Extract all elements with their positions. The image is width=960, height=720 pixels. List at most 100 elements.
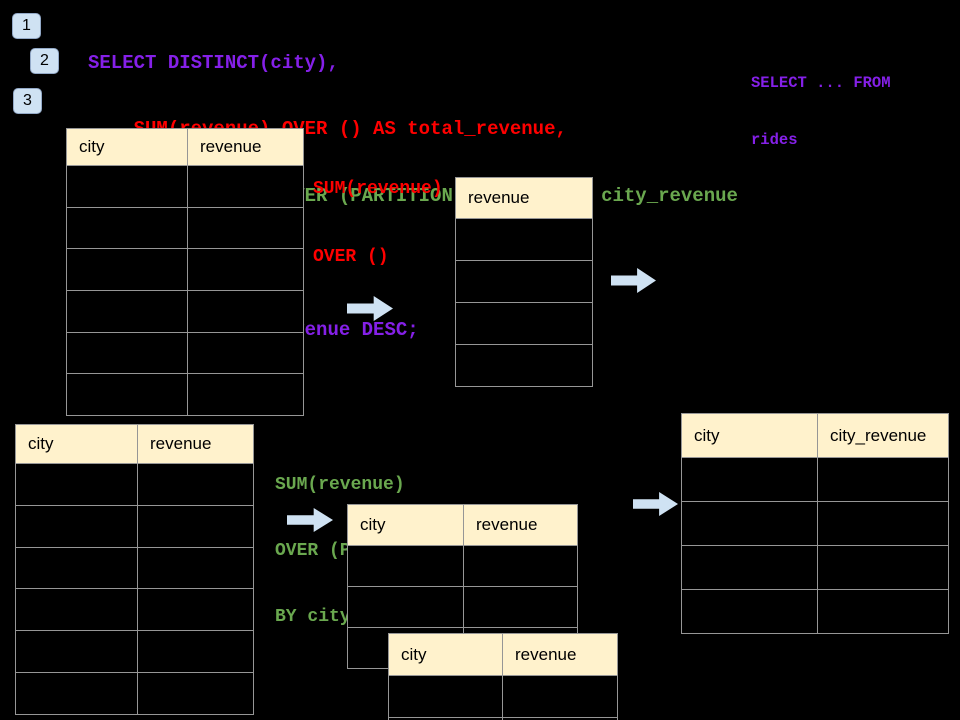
table-row <box>67 332 304 375</box>
table-partition-overlap: city revenue <box>388 633 618 720</box>
table-row <box>67 374 304 417</box>
table-cell <box>456 261 593 303</box>
annotation-line: SUM(revenue) <box>313 179 443 199</box>
column-header-revenue: revenue <box>456 178 593 219</box>
table-row <box>682 546 949 590</box>
table-cell <box>456 303 593 345</box>
table-row <box>456 261 593 303</box>
table-header-row: city revenue <box>67 129 304 166</box>
table-cell <box>818 502 949 546</box>
table-cell <box>16 505 138 548</box>
column-header-revenue: revenue <box>464 505 578 546</box>
table-cell <box>389 676 503 718</box>
table-cell <box>67 291 188 333</box>
table-cell <box>67 207 188 250</box>
column-header-city: city <box>682 414 818 458</box>
table-row <box>67 207 304 250</box>
column-header-city: city <box>16 425 138 464</box>
table-row <box>456 303 593 345</box>
table-cell <box>464 546 578 587</box>
table-cell <box>348 587 464 628</box>
table-row <box>348 546 578 587</box>
table-row <box>16 464 254 506</box>
table-row <box>16 505 254 548</box>
table-cell <box>16 589 138 632</box>
table-cell <box>67 166 188 208</box>
step-badge-3: 3 <box>13 88 42 114</box>
table-header-row: city revenue <box>16 425 254 464</box>
table-cell <box>389 718 503 720</box>
annotation-line: SUM(revenue) <box>275 475 405 495</box>
right-arrow-icon <box>633 492 678 516</box>
table-row <box>682 502 949 546</box>
annotation-total-revenue: SUM(revenue) OVER () <box>313 133 443 313</box>
table-cell <box>818 546 949 590</box>
table-cell <box>818 590 949 634</box>
column-header-city-revenue: city_revenue <box>818 414 949 458</box>
table-cell <box>682 502 818 546</box>
table-cell <box>188 207 304 250</box>
table-cell <box>503 676 618 718</box>
table-source-top: city revenue <box>66 128 304 417</box>
table-cell <box>682 546 818 590</box>
table-cell <box>188 332 304 375</box>
table-cell <box>138 589 254 632</box>
table-cell <box>16 631 138 673</box>
side-note-line: rides <box>751 131 798 149</box>
column-header-city: city <box>67 129 188 166</box>
table-row <box>67 291 304 333</box>
sql-line-select: SELECT DISTINCT(city), <box>88 51 339 74</box>
table-header-row: city city_revenue <box>682 414 949 458</box>
table-cell <box>456 345 593 387</box>
table-revenue-only: revenue <box>455 177 593 387</box>
step-badge-2: 2 <box>30 48 59 74</box>
column-header-city: city <box>389 634 503 676</box>
table-header-row: city revenue <box>389 634 618 676</box>
table-cell <box>16 672 138 715</box>
column-header-revenue: revenue <box>188 129 304 166</box>
table-cell <box>456 219 593 261</box>
table-result-right: city city_revenue <box>681 413 949 634</box>
table-cell <box>503 718 618 720</box>
table-row <box>682 590 949 634</box>
table-row <box>16 631 254 673</box>
column-header-revenue: revenue <box>503 634 618 676</box>
table-cell <box>67 332 188 375</box>
table-cell <box>16 464 138 506</box>
table-cell <box>188 374 304 417</box>
table-row <box>67 249 304 292</box>
table-cell <box>818 458 949 502</box>
table-cell <box>682 590 818 634</box>
step-badge-1: 1 <box>12 13 41 39</box>
table-row <box>389 676 618 718</box>
table-cell <box>348 546 464 587</box>
annotation-line: OVER () <box>313 246 389 267</box>
table-row <box>456 219 593 261</box>
table-cell <box>16 547 138 590</box>
column-header-revenue: revenue <box>138 425 254 464</box>
table-row <box>16 672 254 715</box>
table-cell <box>67 374 188 417</box>
table-row <box>456 345 593 387</box>
table-row <box>16 589 254 632</box>
table-cell <box>464 587 578 628</box>
table-cell <box>188 249 304 292</box>
table-cell <box>188 291 304 333</box>
table-cell <box>138 631 254 673</box>
table-row <box>348 587 578 628</box>
table-header-row: revenue <box>456 178 593 219</box>
table-cell <box>138 672 254 715</box>
side-note-select-from-rides: SELECT ... FROM rides <box>751 36 891 188</box>
table-source-bottom: city revenue <box>15 424 254 715</box>
table-cell <box>188 166 304 208</box>
table-row <box>67 166 304 208</box>
table-row <box>389 718 618 720</box>
table-cell <box>682 458 818 502</box>
table-cell <box>138 547 254 590</box>
table-row <box>16 547 254 590</box>
column-header-city: city <box>348 505 464 546</box>
table-cell <box>67 249 188 292</box>
side-note-line: SELECT ... FROM <box>751 74 891 92</box>
table-cell <box>138 464 254 506</box>
